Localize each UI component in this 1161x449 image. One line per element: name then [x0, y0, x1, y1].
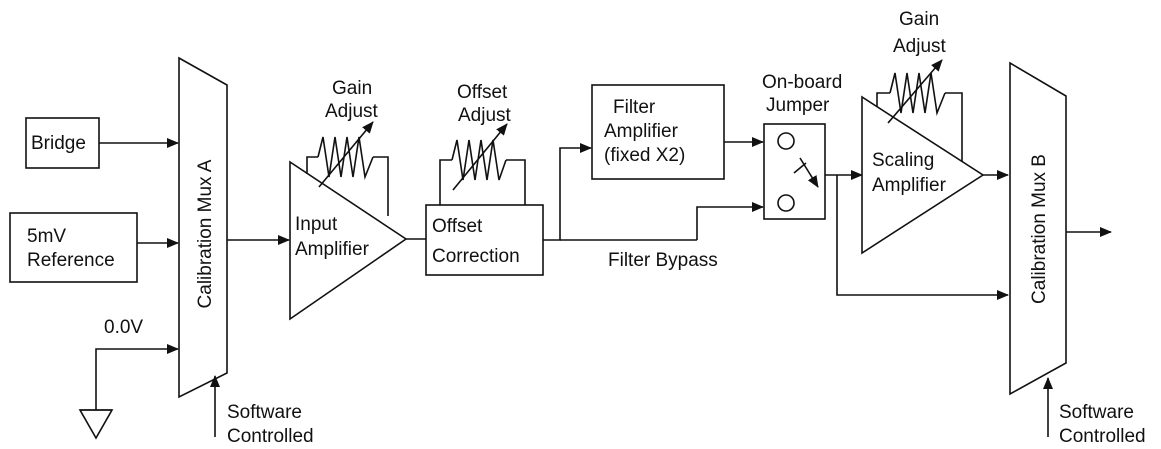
scaling-amp-label-line1: Scaling — [872, 150, 934, 171]
mux-b-label: Calibration Mux B — [1029, 154, 1050, 304]
reference-label-line1: 5mV — [27, 226, 66, 247]
gain-adjust-2-label-line1: Gain — [899, 9, 939, 30]
ground-to-mux-a-arrow — [95, 344, 179, 410]
gain-adjust-2-label-line2: Adjust — [893, 36, 947, 57]
calibration-mux-a — [178, 56, 228, 399]
offset-adjust-variable-arrow — [452, 123, 508, 191]
calibration-mux-b — [1009, 61, 1067, 396]
input-amp-label-line2: Amplifier — [295, 239, 370, 260]
gain-1-feedback-right — [373, 156, 389, 216]
offset-correction-block — [425, 204, 544, 276]
jumper-to-mux-b-bypass-arrow — [836, 175, 1009, 300]
gain-2-feedback-left — [876, 92, 890, 107]
jumper-label-line1: On-board — [762, 72, 842, 93]
gain-1-feedback-left — [306, 156, 318, 174]
input-amp-label-line1: Input — [295, 214, 338, 235]
to-filter-amp-arrow — [543, 143, 592, 241]
software-a-label-line2: Controlled — [227, 426, 314, 447]
offset-correction-label-line1: Offset — [432, 216, 483, 237]
jumper-label-line2: Jumper — [766, 95, 830, 116]
reference-label-line2: Reference — [27, 250, 115, 271]
ground-level-label: 0.0V — [104, 317, 143, 338]
scaling-amp-label-line2: Amplifier — [872, 175, 947, 196]
offset-adjust-wire-left — [439, 159, 452, 205]
software-a-label-line1: Software — [227, 402, 302, 423]
ground-icon — [78, 409, 114, 440]
reference-block — [9, 212, 138, 283]
gain-2-feedback-right — [945, 92, 963, 162]
jumper-switch-blade — [793, 162, 807, 174]
gain-adjust-1-label-line2: Adjust — [325, 101, 379, 122]
offset-adjust-label-line2: Adjust — [458, 105, 512, 126]
input-amplifier — [289, 160, 408, 321]
bridge-block — [25, 117, 100, 169]
filter-bypass-label: Filter Bypass — [608, 250, 718, 271]
bypass-to-jumper-arrow — [696, 202, 764, 240]
software-b-label-line2: Controlled — [1059, 426, 1146, 447]
gain-adjust-1-label-line1: Gain — [332, 78, 372, 99]
offset-correction-label-line2: Correction — [432, 246, 520, 267]
offset-adjust-wire-right — [506, 159, 526, 205]
scaling-amplifier — [861, 95, 985, 255]
filter-amp-label-line1: Filter — [613, 97, 656, 118]
jumper-switch-arrow — [799, 157, 819, 188]
mux-a-label: Calibration Mux A — [195, 159, 216, 308]
gain-adjust-2-resistor — [889, 72, 946, 117]
gain-adjust-1-resistor — [317, 136, 374, 181]
bridge-label: Bridge — [31, 133, 86, 154]
filter-amp-label-line2: Amplifier — [604, 121, 679, 142]
filter-amplifier-block — [591, 84, 725, 180]
offset-adjust-label-line1: Offset — [457, 82, 508, 103]
jumper-contact-top — [777, 132, 795, 150]
software-b-label-line1: Software — [1059, 402, 1134, 423]
filter-amp-label-line3: (fixed X2) — [604, 145, 685, 166]
gain-adjust-2-variable-arrow — [887, 59, 943, 124]
offset-adjust-resistor — [451, 139, 507, 181]
jumper-contact-bottom — [777, 194, 795, 212]
gain-adjust-1-variable-arrow — [318, 121, 374, 188]
